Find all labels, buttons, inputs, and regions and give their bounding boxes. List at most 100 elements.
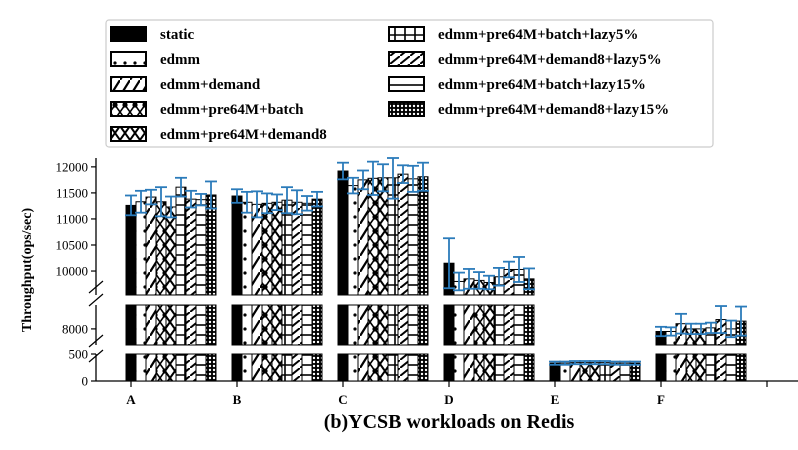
bar [311,353,323,382]
bar [463,353,475,382]
y-axis-label: Throughput(ops/sec) [20,208,35,333]
bar [357,179,369,296]
axis-break-mark [88,334,104,348]
bar [417,304,429,346]
legend-label: edmm+demand [160,77,261,93]
bar [241,201,253,296]
y-tick-label: 8000 [62,321,88,336]
y-tick-label: 10500 [56,237,89,252]
bar [357,304,369,346]
bar [417,353,429,382]
bar [261,202,273,296]
bar [735,353,747,382]
legend-swatch [388,76,425,92]
bar [281,353,293,382]
bar [513,304,525,346]
bar [579,362,591,382]
bar [483,353,495,382]
bar [311,304,323,346]
legend-label: edmm+pre64M+demand8+lazy5% [438,52,662,68]
bar [145,196,157,296]
bar [301,353,313,382]
bar [301,304,313,346]
bar [453,304,465,346]
bar [665,353,677,382]
bar [337,170,349,296]
bar [599,362,611,382]
bar [281,199,293,296]
x-tick-label: D [444,392,453,407]
bar [493,304,505,346]
bar [417,176,429,296]
bar [609,362,621,382]
bar [281,304,293,346]
bar [569,362,581,382]
bar [695,353,707,382]
bar [387,353,399,382]
bar [271,304,283,346]
legend-label: edmm [160,52,200,68]
bar [145,353,157,382]
bar [377,353,389,382]
bar [261,353,273,382]
legend-swatch [110,51,147,67]
bar [443,353,455,382]
bar [165,304,177,346]
bar [655,353,667,382]
bar [347,185,359,296]
bar [589,362,601,382]
axis-break-mark [88,293,104,307]
bar [135,304,147,346]
bar [367,304,379,346]
bar [443,304,455,346]
bar [407,304,419,346]
bar [367,353,379,382]
bar [559,362,571,382]
bar [503,304,515,346]
bar [675,353,687,382]
bar [231,353,243,382]
legend-swatch [388,101,425,117]
y-tick-label: 500 [69,347,89,362]
bar [715,353,727,382]
bar [493,353,505,382]
bar [453,353,465,382]
bar [397,353,409,382]
axis-break-mark [88,280,104,294]
bar [175,304,187,346]
y-tick-label: 11500 [56,185,88,200]
bar [135,353,147,382]
legend-swatch [388,51,425,67]
x-tick-label: F [657,392,665,407]
bar [397,304,409,346]
y-tick-label: 0 [82,374,89,389]
bar [271,353,283,382]
bar [311,198,323,296]
bar [407,353,419,382]
bar [291,304,303,346]
bar [251,304,263,346]
bar [271,201,283,296]
bar [205,353,217,382]
bar [463,304,475,346]
bar [205,304,217,346]
bar [387,304,399,346]
legend-label: edmm+pre64M+batch [160,102,304,118]
bar [241,304,253,346]
bar [185,304,197,346]
legend-label: edmm+pre64M+demand8+lazy15% [438,102,669,118]
bar [705,353,717,382]
bar [231,195,243,296]
bar [337,304,349,346]
bar [241,353,253,382]
bar [513,353,525,382]
bar [473,304,485,346]
legend-label: edmm+pre64M+batch+lazy15% [438,77,646,93]
bar [175,353,187,382]
bar [483,304,495,346]
bar [377,304,389,346]
legend-swatch [110,101,147,117]
bar [473,353,485,382]
legend-label: static [160,27,194,43]
